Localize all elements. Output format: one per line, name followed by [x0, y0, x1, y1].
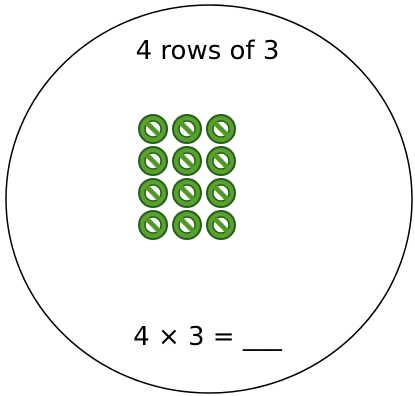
no-symbol-icon [172, 210, 202, 240]
no-symbol-icon [206, 114, 236, 144]
card-title: 4 rows of 3 [135, 36, 280, 66]
no-symbol-icon [172, 146, 202, 176]
no-symbol-icon [206, 146, 236, 176]
no-symbol-icon [172, 114, 202, 144]
no-symbol-icon [206, 210, 236, 240]
equation-text: 4 × 3 = ___ [133, 322, 282, 352]
no-symbol-icon [138, 114, 168, 144]
no-symbol-icon [206, 178, 236, 208]
no-symbol-icon [138, 210, 168, 240]
no-symbol-icon [138, 146, 168, 176]
no-symbol-icon [172, 178, 202, 208]
icon-array [138, 114, 236, 240]
no-symbol-icon [138, 178, 168, 208]
card-outline-circle [5, 4, 413, 394]
